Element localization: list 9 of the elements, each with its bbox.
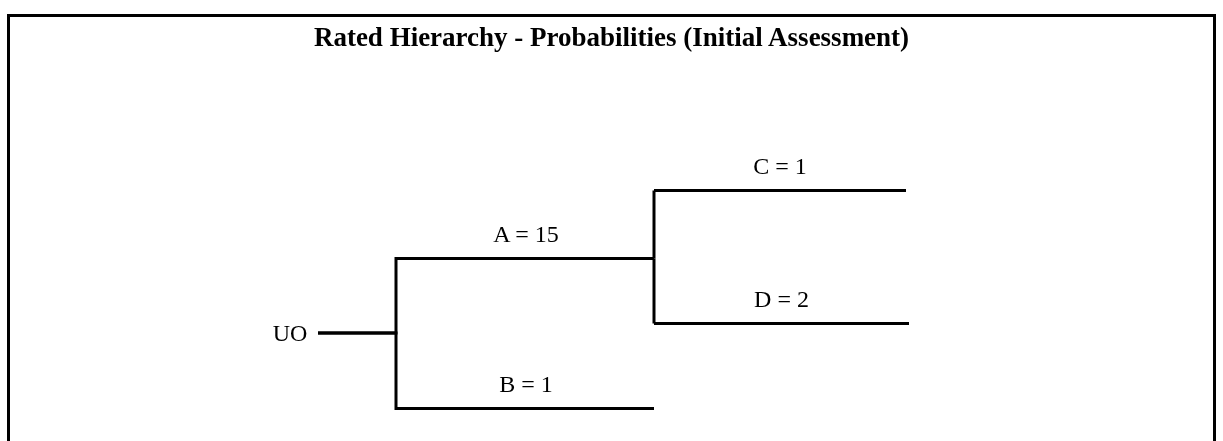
tree-connector: [652, 189, 656, 260]
probability-label: C = 1: [753, 152, 807, 180]
probability-label: B = 1: [499, 370, 553, 398]
probability-label: A = 15: [493, 220, 559, 248]
tree-connector: [652, 257, 656, 325]
tree-connector: [318, 331, 399, 410]
title: Rated Hierarchy - Probabilities (Initial Assessment): [312, 21, 911, 54]
probability-label: D = 2: [754, 285, 809, 313]
probability-label: UO: [272, 319, 308, 347]
